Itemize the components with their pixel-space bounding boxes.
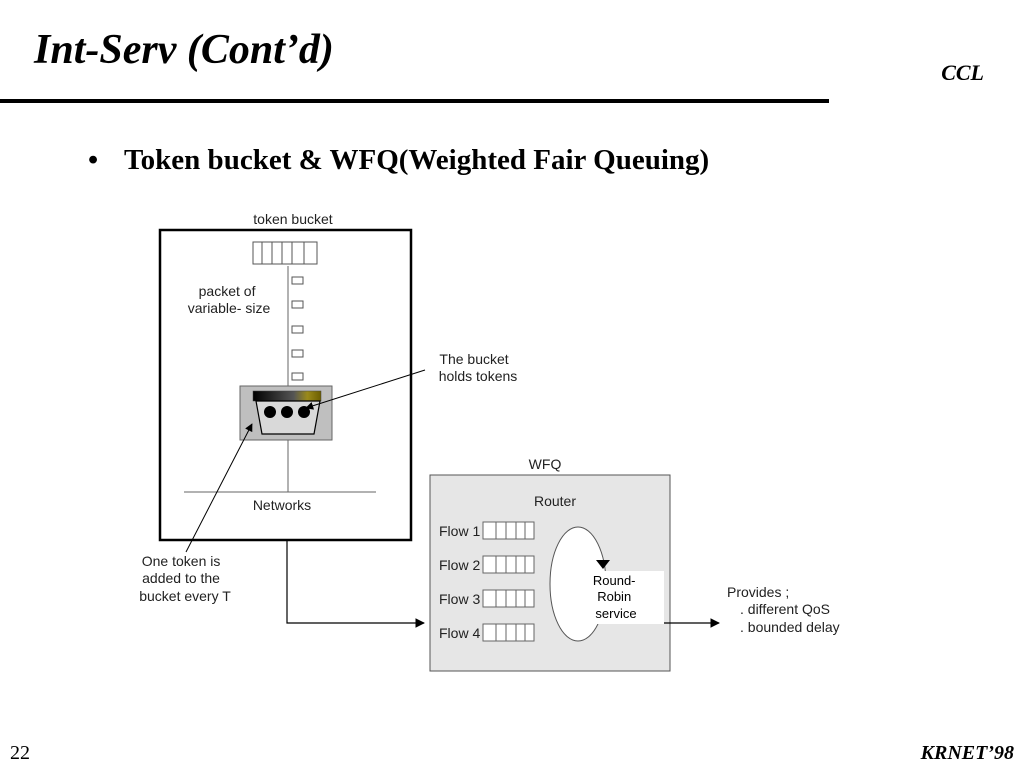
bucket [239,385,333,441]
org-label: CCL [941,60,984,85]
page-number: 22 [10,742,30,764]
token [281,406,293,418]
round-robin-label: Round- Robin service [593,573,639,621]
token-note: One token is added to the bucket every T [139,553,231,604]
bullet-text: Token bucket & WFQ(Weighted Fair Queuing… [124,144,710,176]
router-label: Router [534,493,576,509]
flow-label: Flow 1 [439,523,480,539]
networks-label: Networks [253,497,311,513]
flow-label: Flow 4 [439,625,480,641]
provides-text: Provides ; . different QoS . bounded del… [727,584,840,635]
wfq-label: WFQ [529,456,562,472]
flow-2: Flow 2 [439,555,535,574]
slide-title: Int-Serv (Cont’d) [34,27,334,73]
packets [291,276,304,381]
bucket-to-wfq-arrow [286,541,425,628]
title-divider [0,99,829,103]
round-robin-label-box [588,571,664,624]
bullet-marker: • [88,144,99,176]
token-note-arrow [185,423,253,553]
token [264,406,276,418]
round-robin-pointer [596,560,610,569]
footer-label: KRNET’98 [920,742,1014,764]
bucket-note: The bucket holds tokens [439,351,518,384]
flow-label: Flow 3 [439,591,480,607]
packet-label: packet of variable- size [188,283,271,316]
packet-queue [252,241,318,265]
flow-1: Flow 1 [439,521,535,540]
flow-3: Flow 3 [439,589,535,608]
bullet-item: • Token bucket & WFQ(Weighted Fair Queuin… [88,144,709,177]
flow-4: Flow 4 [439,623,535,642]
token-bucket-label: token bucket [253,211,332,227]
flow-label: Flow 2 [439,557,480,573]
token-bucket-box [158,228,413,542]
bucket-note-arrow [305,369,426,410]
